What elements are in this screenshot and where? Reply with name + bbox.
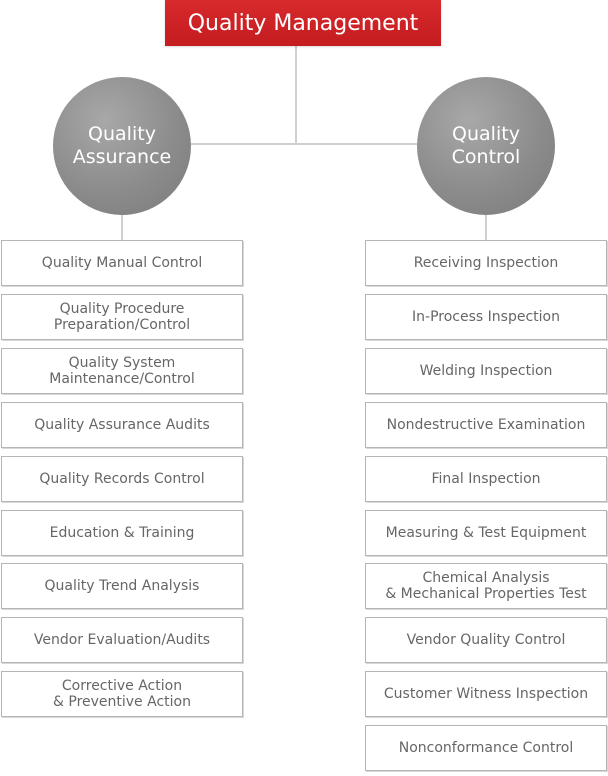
control-title-line1: Quality <box>452 123 520 145</box>
control-item-line1: Vendor Quality Control <box>406 632 566 648</box>
control-item-line2: & Mechanical Properties Test <box>385 586 587 602</box>
control-item-line1: Measuring & Test Equipment <box>385 525 587 541</box>
control-item-text: Vendor Quality Control <box>407 632 566 648</box>
assurance-item-line1: Quality System <box>68 355 176 371</box>
control-item-line1: Chemical Analysis <box>422 570 550 586</box>
assurance-item-line1: Vendor Evaluation/Audits <box>33 632 211 648</box>
assurance-item: Corrective Action& Preventive Action <box>1 671 243 717</box>
control-item-text: Nonconformance Control <box>399 740 574 756</box>
quality-assurance-circle: Quality Assurance <box>53 77 191 215</box>
control-item-text: Welding Inspection <box>420 363 553 379</box>
assurance-item-line1: Quality Assurance Audits <box>34 417 210 433</box>
assurance-item: Quality Manual Control <box>1 240 243 286</box>
assurance-item-line1: Quality Trend Analysis <box>44 578 200 594</box>
assurance-item-text: Vendor Evaluation/Audits <box>34 632 210 648</box>
control-item-line1: Nonconformance Control <box>398 740 574 756</box>
control-item: Welding Inspection <box>365 348 607 394</box>
root-title: Quality Management <box>187 10 419 36</box>
control-item-line1: In-Process Inspection <box>412 309 560 325</box>
assurance-item-text: Quality Trend Analysis <box>45 578 200 594</box>
control-item: Nondestructive Examination <box>365 402 607 448</box>
assurance-item-text: Quality Assurance Audits <box>34 417 210 433</box>
control-item-line1: Final Inspection <box>431 471 541 487</box>
control-item: Measuring & Test Equipment <box>365 510 607 556</box>
assurance-title-line1: Quality <box>88 123 156 145</box>
assurance-item-text: Quality Records Control <box>39 471 204 487</box>
assurance-item: Quality Records Control <box>1 456 243 502</box>
control-item: Final Inspection <box>365 456 607 502</box>
control-item: Receiving Inspection <box>365 240 607 286</box>
control-item-text: In-Process Inspection <box>412 309 560 325</box>
control-item: Chemical Analysis& Mechanical Properties… <box>365 563 607 609</box>
assurance-item-line1: Corrective Action <box>61 678 183 694</box>
control-item-line1: Receiving Inspection <box>413 255 559 271</box>
assurance-item: Quality Assurance Audits <box>1 402 243 448</box>
control-title-line2: Control <box>451 146 521 168</box>
control-item: Customer Witness Inspection <box>365 671 607 717</box>
assurance-item-line1: Education & Training <box>49 525 195 541</box>
assurance-title-line2: Assurance <box>72 146 172 168</box>
assurance-item-line2: Maintenance/Control <box>49 371 195 387</box>
assurance-item: Education & Training <box>1 510 243 556</box>
assurance-item-line2: Preparation/Control <box>53 317 191 333</box>
control-item-line1: Welding Inspection <box>419 363 553 379</box>
quality-management-header: Quality Management <box>165 0 441 46</box>
control-item: In-Process Inspection <box>365 294 607 340</box>
assurance-item-text: Education & Training <box>50 525 195 541</box>
control-item-text: Nondestructive Examination <box>387 417 586 433</box>
control-item-text: Receiving Inspection <box>414 255 559 271</box>
assurance-item-text: Quality Manual Control <box>42 255 202 271</box>
assurance-item: Vendor Evaluation/Audits <box>1 617 243 663</box>
control-item-text: Final Inspection <box>431 471 540 487</box>
control-item-line1: Nondestructive Examination <box>386 417 586 433</box>
assurance-item-line1: Quality Records Control <box>39 471 205 487</box>
control-item-line1: Customer Witness Inspection <box>383 686 589 702</box>
control-item: Nonconformance Control <box>365 725 607 771</box>
assurance-item-line1: Quality Manual Control <box>41 255 203 271</box>
control-item-text: Customer Witness Inspection <box>384 686 588 702</box>
assurance-item-text: Corrective Action& Preventive Action <box>53 678 191 710</box>
assurance-item-line2: & Preventive Action <box>53 694 191 710</box>
control-item-text: Chemical Analysis& Mechanical Properties… <box>385 570 586 602</box>
control-item: Vendor Quality Control <box>365 617 607 663</box>
control-item-text: Measuring & Test Equipment <box>386 525 587 541</box>
assurance-item: Quality Trend Analysis <box>1 563 243 609</box>
assurance-item-line1: Quality Procedure <box>59 301 185 317</box>
quality-control-circle: Quality Control <box>417 77 555 215</box>
